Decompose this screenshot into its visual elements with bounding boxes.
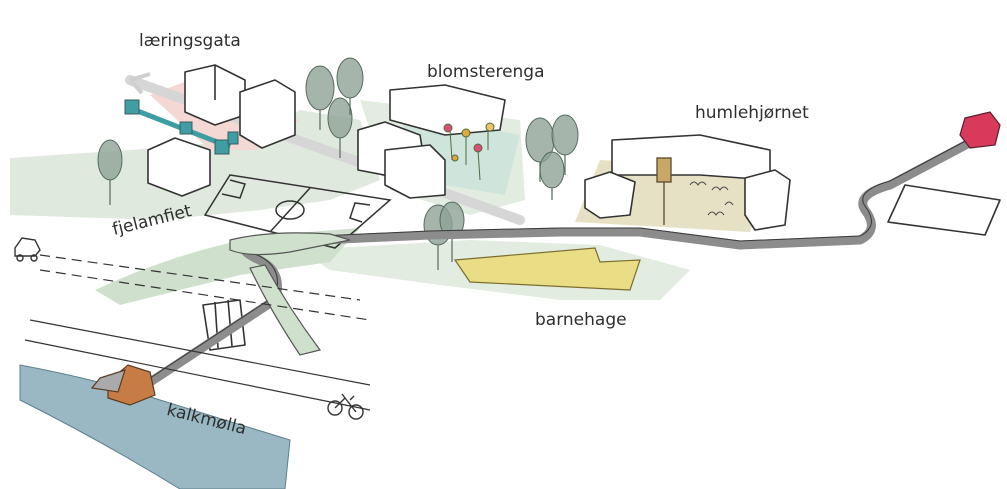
tree-trunks [109,98,566,270]
tree [551,114,579,156]
building [611,134,771,181]
barnehage-building [453,247,641,291]
learning-stations [124,99,239,155]
flower-icon [443,122,495,181]
building [744,169,791,231]
tree [305,65,335,111]
building [239,79,296,149]
roads [24,254,371,411]
tree [327,97,353,139]
building [147,137,211,197]
tree [539,151,565,189]
label-barnehage: barnehage [535,310,627,330]
river [19,364,291,489]
kalkmolla-building [90,364,156,406]
red-house [959,111,1001,149]
teal-block [227,131,239,145]
teal-block [214,139,230,155]
building [389,84,506,136]
label-blomsterenga: blomsterenga [427,62,545,82]
open-plot [887,184,1001,236]
car-icon [14,237,41,262]
birdhouse-icon [656,157,672,225]
teal-block [124,99,140,115]
building [184,64,246,126]
building [384,144,446,199]
teal-block [179,121,193,135]
bicycle-icon [327,393,364,420]
football-field [203,174,392,249]
main-path [130,135,980,397]
building [584,171,636,219]
axis-arrow [128,72,151,95]
label-humlehjornet: humlehjørnet [695,103,809,123]
tree [336,57,364,99]
label-laeringsgata: læringsgata [139,31,241,51]
butterfly-icon [689,181,734,216]
tree [97,139,123,181]
